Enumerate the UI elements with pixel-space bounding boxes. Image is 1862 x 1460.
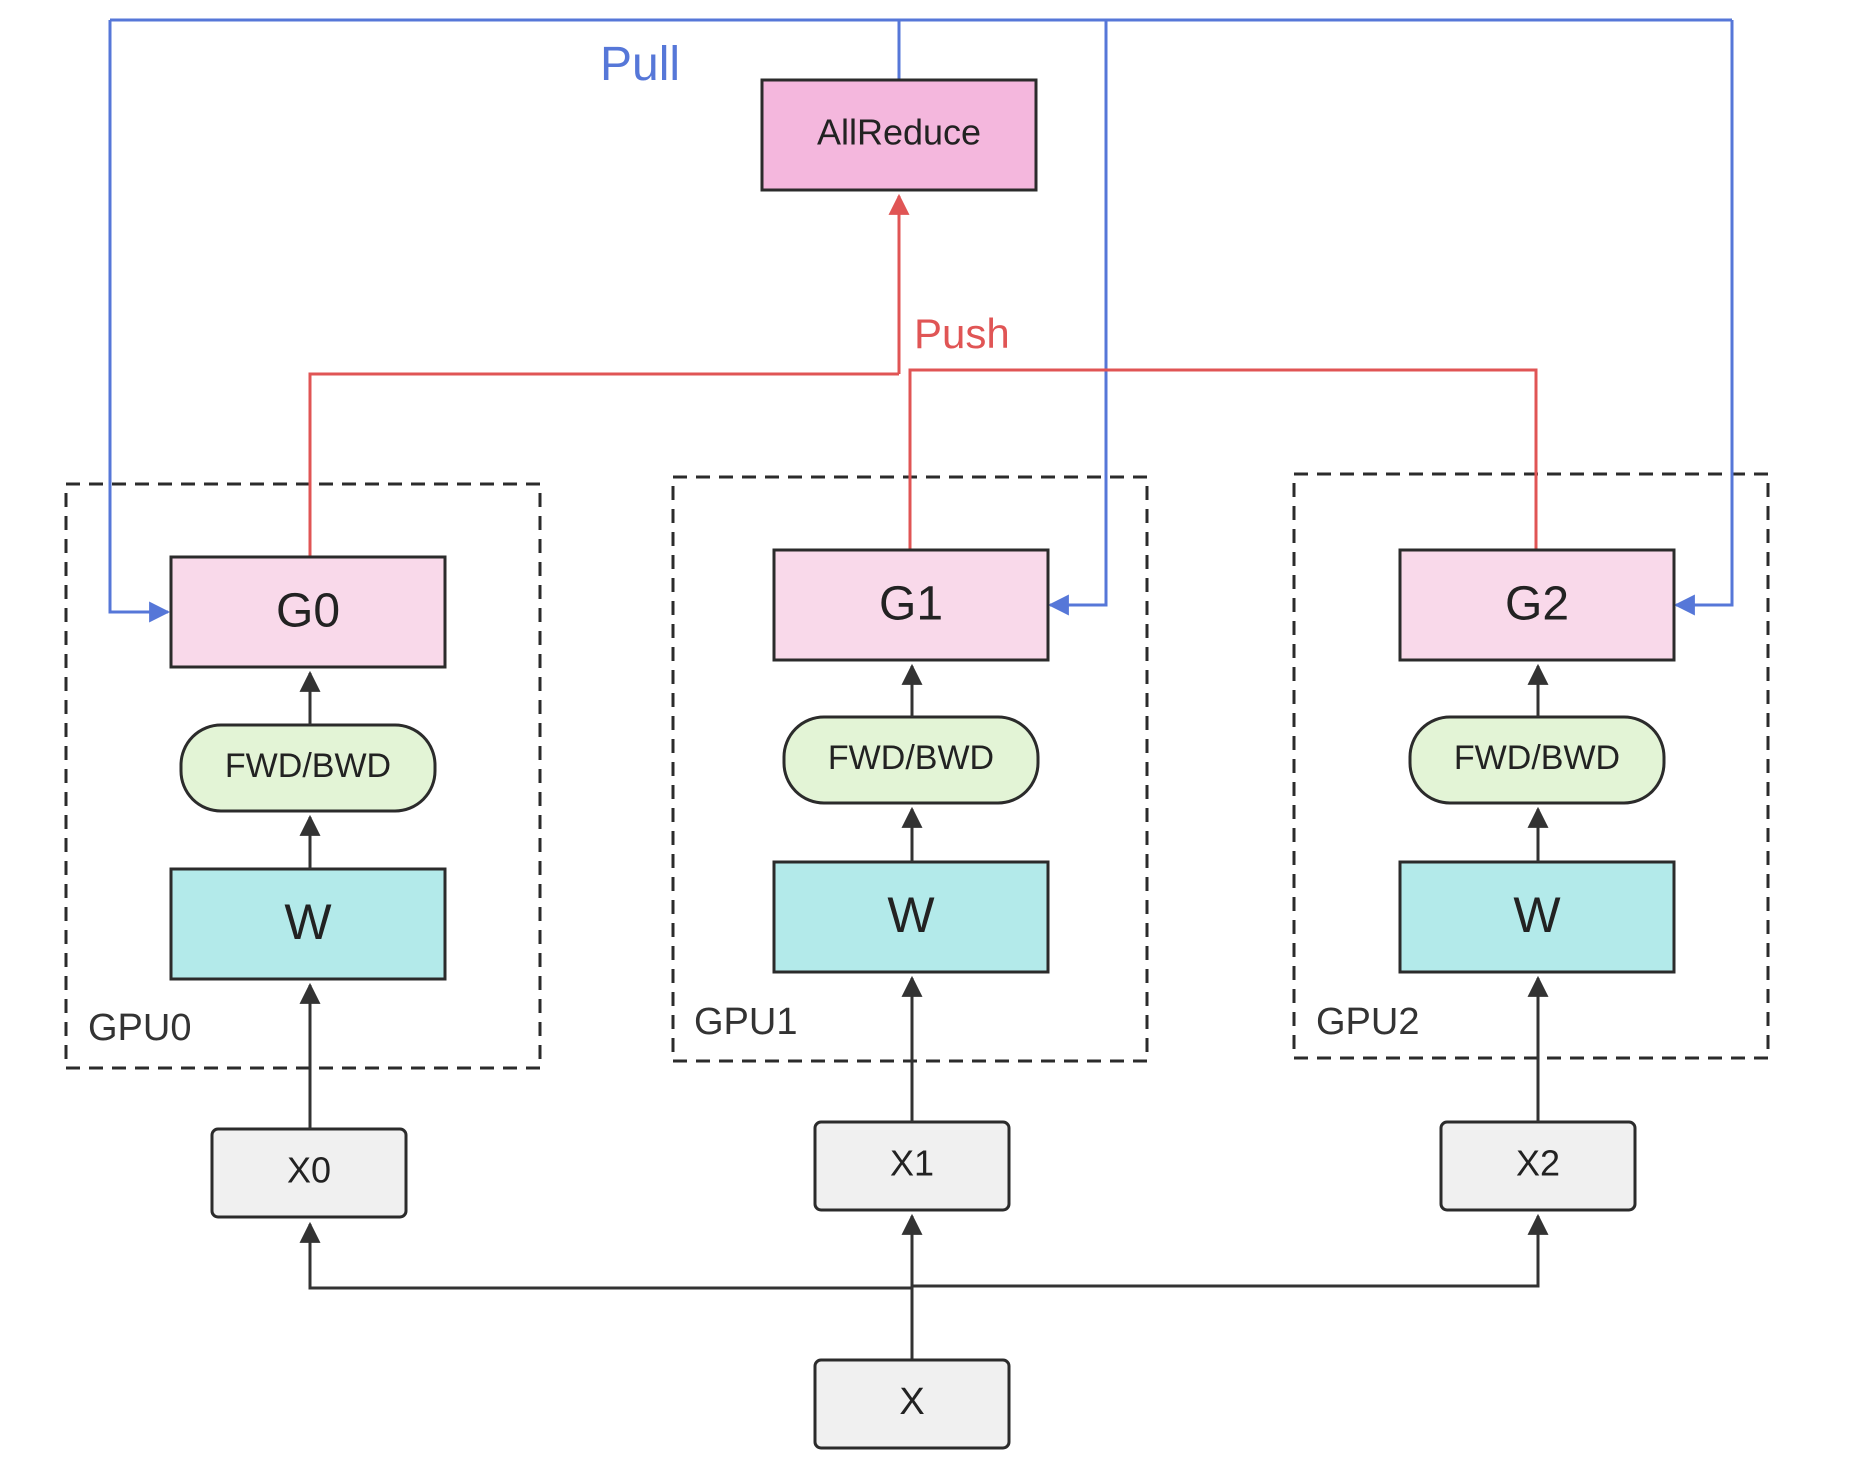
gpu2-container (1292, 472, 1770, 1060)
g0-label: G0 (276, 585, 340, 638)
g1-fwdbwd-label: FWD/BWD (828, 739, 994, 777)
input-split (299, 1213, 1549, 1360)
gpu2-label: GPU2 (1316, 1001, 1419, 1043)
g1-label: G1 (879, 578, 943, 631)
allreduce-label: AllReduce (817, 112, 981, 153)
g2-fwdbwd-label: FWD/BWD (1454, 739, 1620, 777)
input-x-node: X (813, 1358, 1011, 1450)
gpu0-column: G0 FWD/BWD W GPU0 X0 (88, 555, 447, 1219)
x0-label: X0 (287, 1150, 331, 1191)
x2-label: X2 (1516, 1143, 1560, 1184)
g2-gradient-box (1398, 548, 1676, 662)
gpu0-label: GPU0 (88, 1007, 191, 1049)
input-x-label: X (899, 1381, 924, 1423)
g2-label: G2 (1505, 578, 1569, 631)
pull-label: Pull (600, 38, 680, 91)
g0-weight-label: W (284, 894, 332, 950)
gpu0-container (64, 482, 542, 1070)
g0-fwdbwd-label: FWD/BWD (225, 747, 391, 785)
g0-weight-box (169, 867, 447, 981)
gpu1-column: G1 FWD/BWD W GPU1 X1 (694, 548, 1050, 1212)
g0-gradient-box (169, 555, 447, 669)
pull-connectors (108, 18, 1734, 623)
gpu1-label: GPU1 (694, 1001, 797, 1043)
g1-weight-label: W (887, 887, 935, 943)
g1-weight-box (772, 860, 1050, 974)
allreduce-node: AllReduce (760, 78, 1038, 192)
g2-weight-box (1398, 860, 1676, 974)
push-connectors (308, 193, 1538, 557)
x1-label: X1 (890, 1143, 934, 1184)
g0-fwdbwd-node (179, 723, 437, 813)
g1-gradient-box (772, 548, 1050, 662)
gpu2-column: G2 FWD/BWD W GPU2 X2 (1316, 548, 1676, 1212)
g2-weight-label: W (1513, 887, 1561, 943)
push-label: Push (914, 310, 1010, 357)
